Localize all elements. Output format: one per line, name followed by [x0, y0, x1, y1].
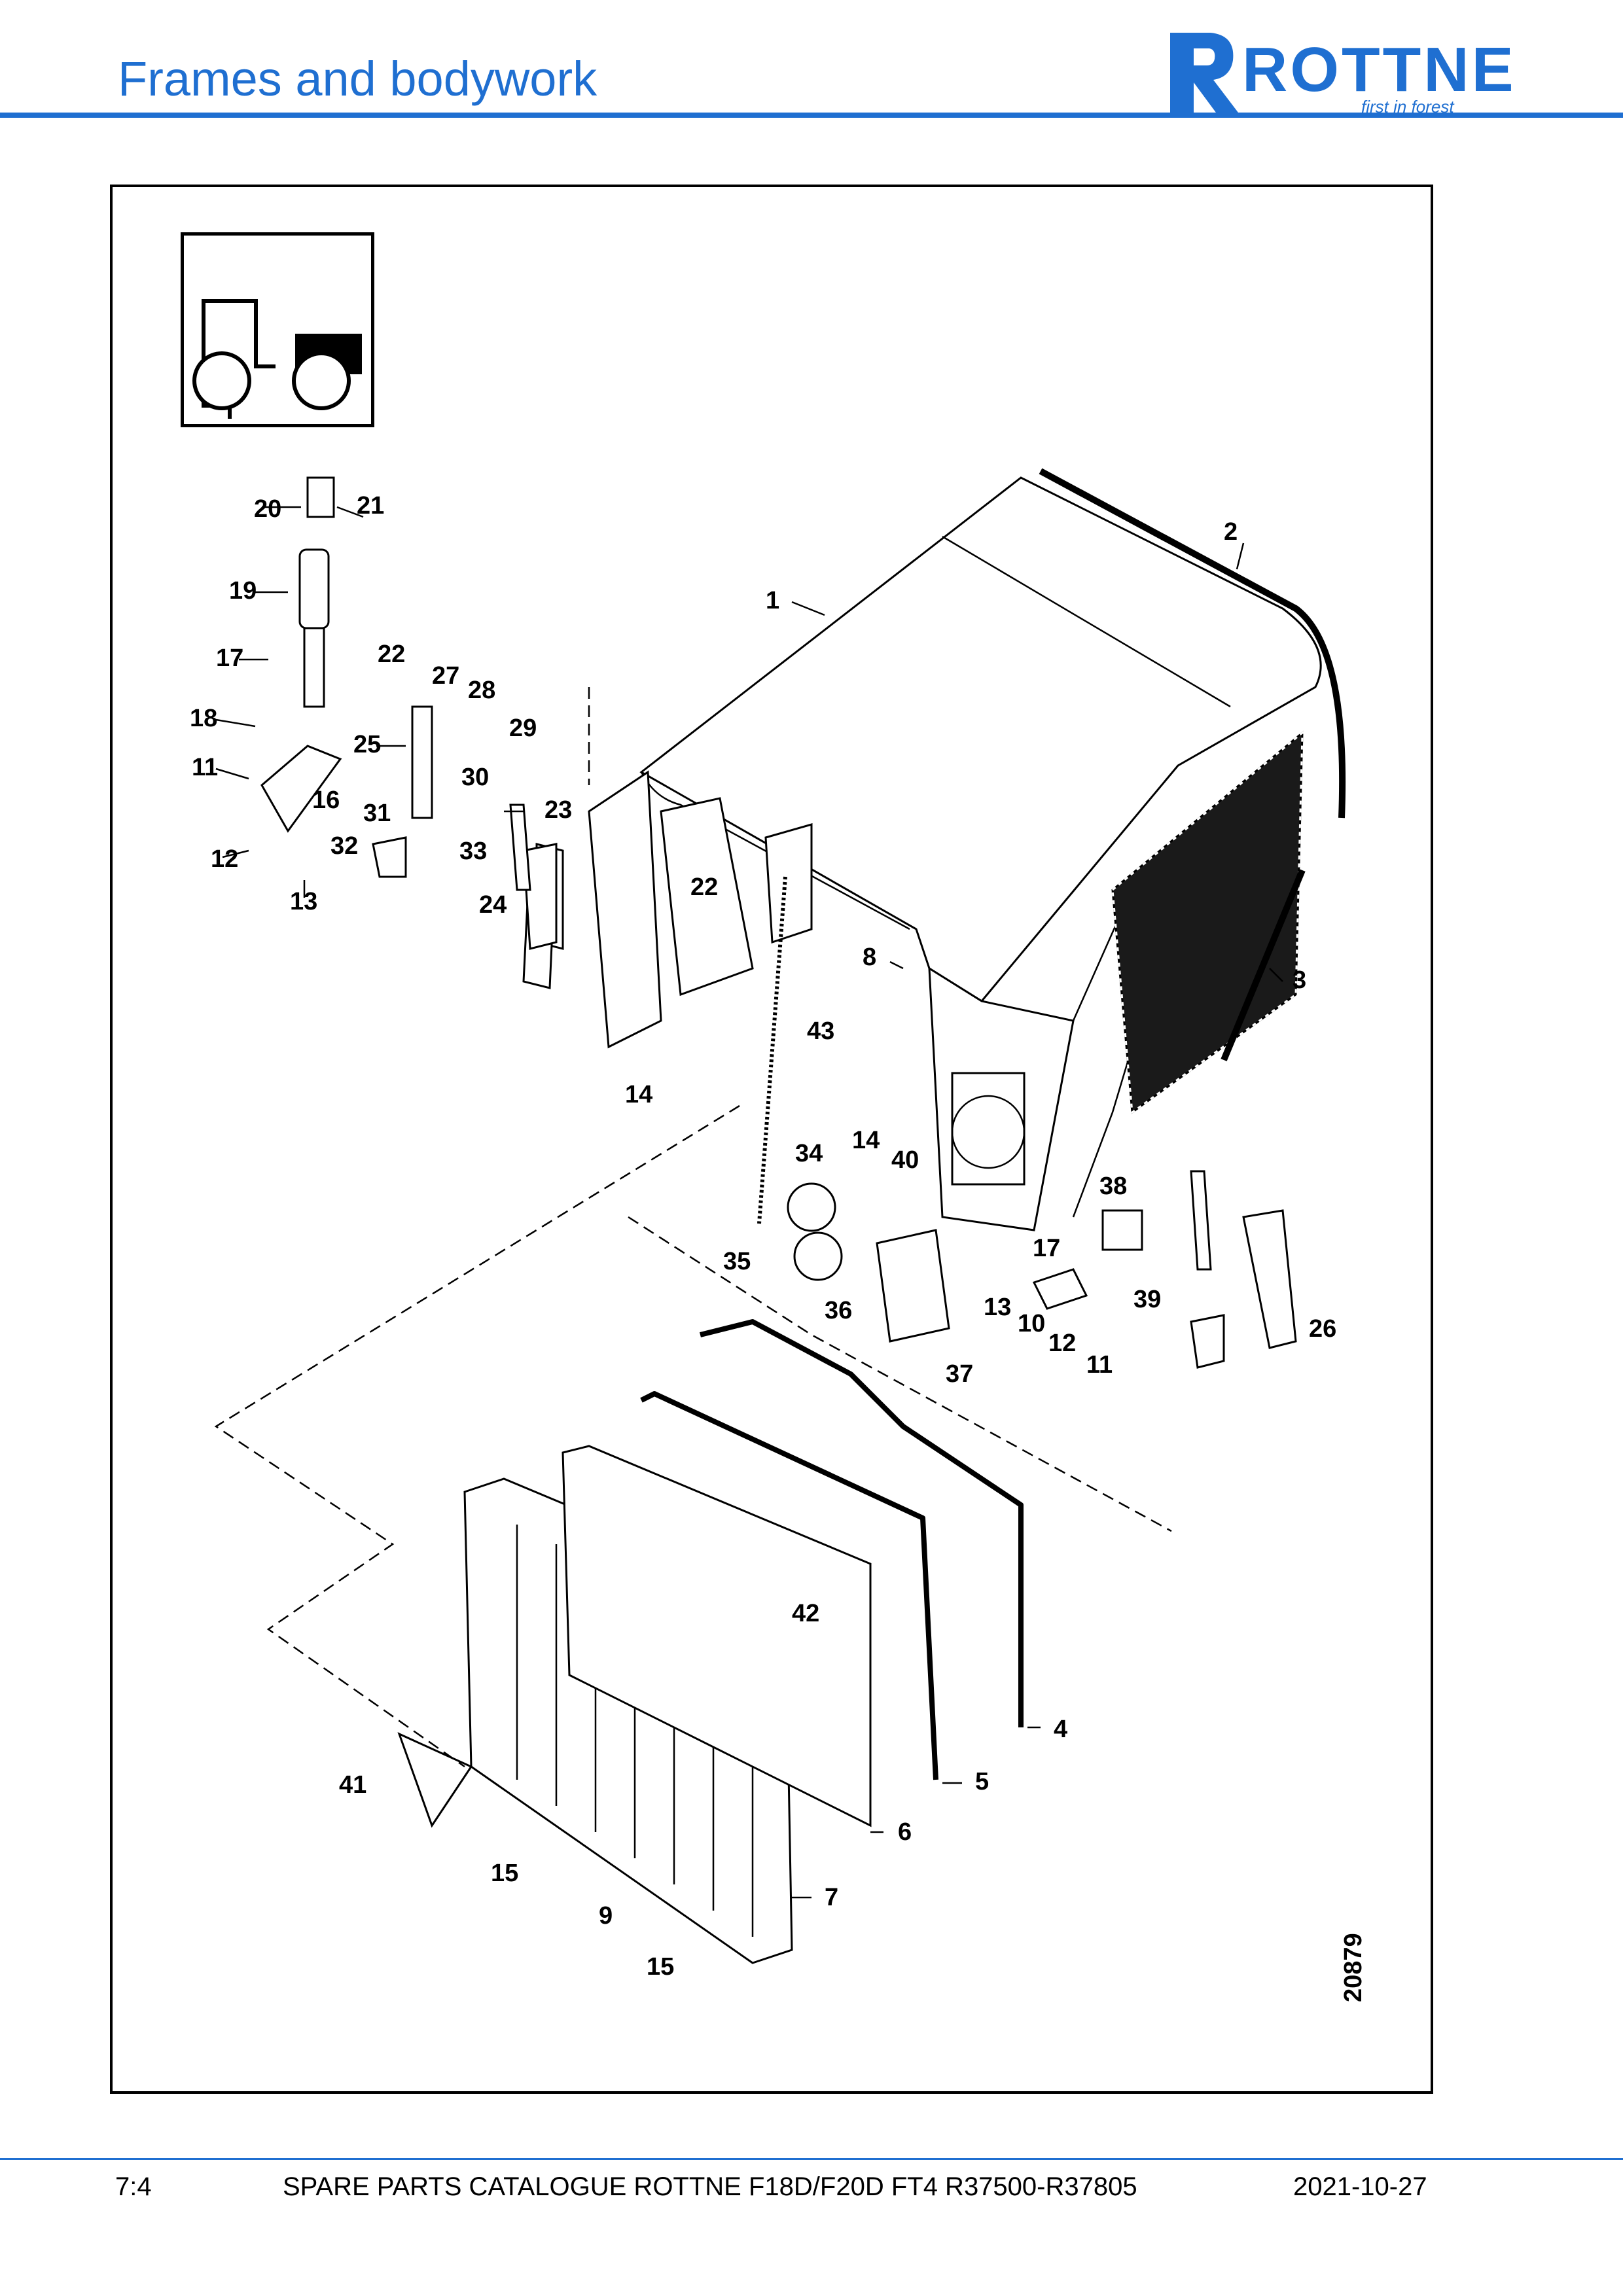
machine-front-section-icon	[181, 232, 374, 427]
callout-23: 23	[544, 796, 572, 824]
callout-24: 24	[479, 891, 507, 919]
callout-40: 40	[891, 1146, 919, 1174]
callout-22a: 22	[378, 641, 405, 668]
side-mesh-panel	[1111, 730, 1304, 1114]
callout-31: 31	[363, 800, 391, 827]
callout-41: 41	[339, 1771, 366, 1799]
callout-7: 7	[825, 1884, 838, 1911]
callout-14b: 14	[852, 1127, 880, 1154]
exploded-view-diagram: 1 2 3 4 5 6 7 8 9 10 11 11 12 12 13 13 1…	[190, 468, 1367, 2002]
callout-4: 4	[1054, 1716, 1067, 1743]
callout-22b: 22	[690, 874, 718, 901]
catalogue-title: SPARE PARTS CATALOGUE ROTTNE F18D/F20D F…	[283, 2172, 1137, 2201]
callout-17a: 17	[216, 645, 243, 672]
callout-38: 38	[1099, 1173, 1127, 1200]
callout-25: 25	[353, 731, 381, 758]
callout-8: 8	[863, 944, 876, 971]
callout-3: 3	[1293, 966, 1306, 994]
callout-37: 37	[946, 1360, 973, 1388]
callout-2: 2	[1224, 518, 1238, 546]
drawing-number: 20879	[1340, 1933, 1367, 2002]
chain	[757, 876, 787, 1224]
callout-11b: 11	[1086, 1351, 1113, 1379]
callout-15b: 15	[647, 1953, 674, 1981]
seal-frame-4	[700, 1319, 1024, 1727]
callout-5: 5	[975, 1768, 989, 1795]
callout-11a: 11	[192, 754, 218, 781]
callout-14a: 14	[625, 1081, 652, 1108]
callout-18: 18	[190, 705, 217, 732]
side-seal-strip	[1221, 869, 1306, 1061]
callout-13b: 13	[984, 1294, 1011, 1321]
catalogue-date: 2021-10-27	[1293, 2172, 1427, 2201]
callout-6: 6	[898, 1818, 912, 1846]
logo-mark-icon	[1170, 33, 1238, 113]
callout-20: 20	[254, 495, 281, 523]
callout-39: 39	[1133, 1286, 1161, 1313]
page-number: 7:4	[115, 2172, 152, 2201]
callout-42: 42	[792, 1600, 819, 1627]
callout-34: 34	[795, 1140, 823, 1167]
callout-16: 16	[312, 786, 340, 814]
work-light-lower	[793, 1231, 843, 1281]
callout-19: 19	[229, 577, 257, 605]
work-light-upper	[787, 1182, 836, 1232]
seal-frame-5	[640, 1391, 938, 1780]
callout-30: 30	[461, 764, 489, 791]
brand-wordmark: ROTTNE	[1242, 35, 1516, 105]
callout-29: 29	[509, 715, 537, 742]
page-title: Frames and bodywork	[118, 52, 597, 106]
callout-9: 9	[599, 1902, 613, 1930]
header-rule	[0, 113, 1623, 118]
callout-26: 26	[1309, 1315, 1336, 1343]
brand-logo: ROTTNE first in forest	[1165, 26, 1518, 118]
callout-12b: 12	[1048, 1330, 1076, 1357]
callout-10: 10	[1018, 1310, 1045, 1337]
callout-28: 28	[468, 677, 495, 704]
drawing-frame	[110, 185, 1433, 2094]
callout-35: 35	[723, 1248, 751, 1275]
callout-17b: 17	[1033, 1235, 1060, 1262]
filter-frame-6	[562, 1445, 872, 1828]
callout-33: 33	[459, 838, 487, 865]
callout-43: 43	[807, 1017, 834, 1045]
callout-1: 1	[766, 587, 779, 614]
cover-plate	[876, 1229, 950, 1343]
gas-strut-assembly	[260, 476, 558, 950]
guide-line-left	[214, 1104, 740, 1768]
callout-27: 27	[432, 662, 459, 690]
top-seal-strip	[1039, 468, 1346, 819]
callout-12a: 12	[211, 845, 238, 873]
right-hinge-assembly	[1032, 1170, 1297, 1369]
callout-15a: 15	[491, 1860, 518, 1887]
emblem	[397, 1732, 473, 1828]
callout-21: 21	[357, 492, 384, 520]
callout-36: 36	[825, 1297, 852, 1324]
callout-32: 32	[330, 832, 358, 860]
footer-rule	[0, 2158, 1623, 2160]
